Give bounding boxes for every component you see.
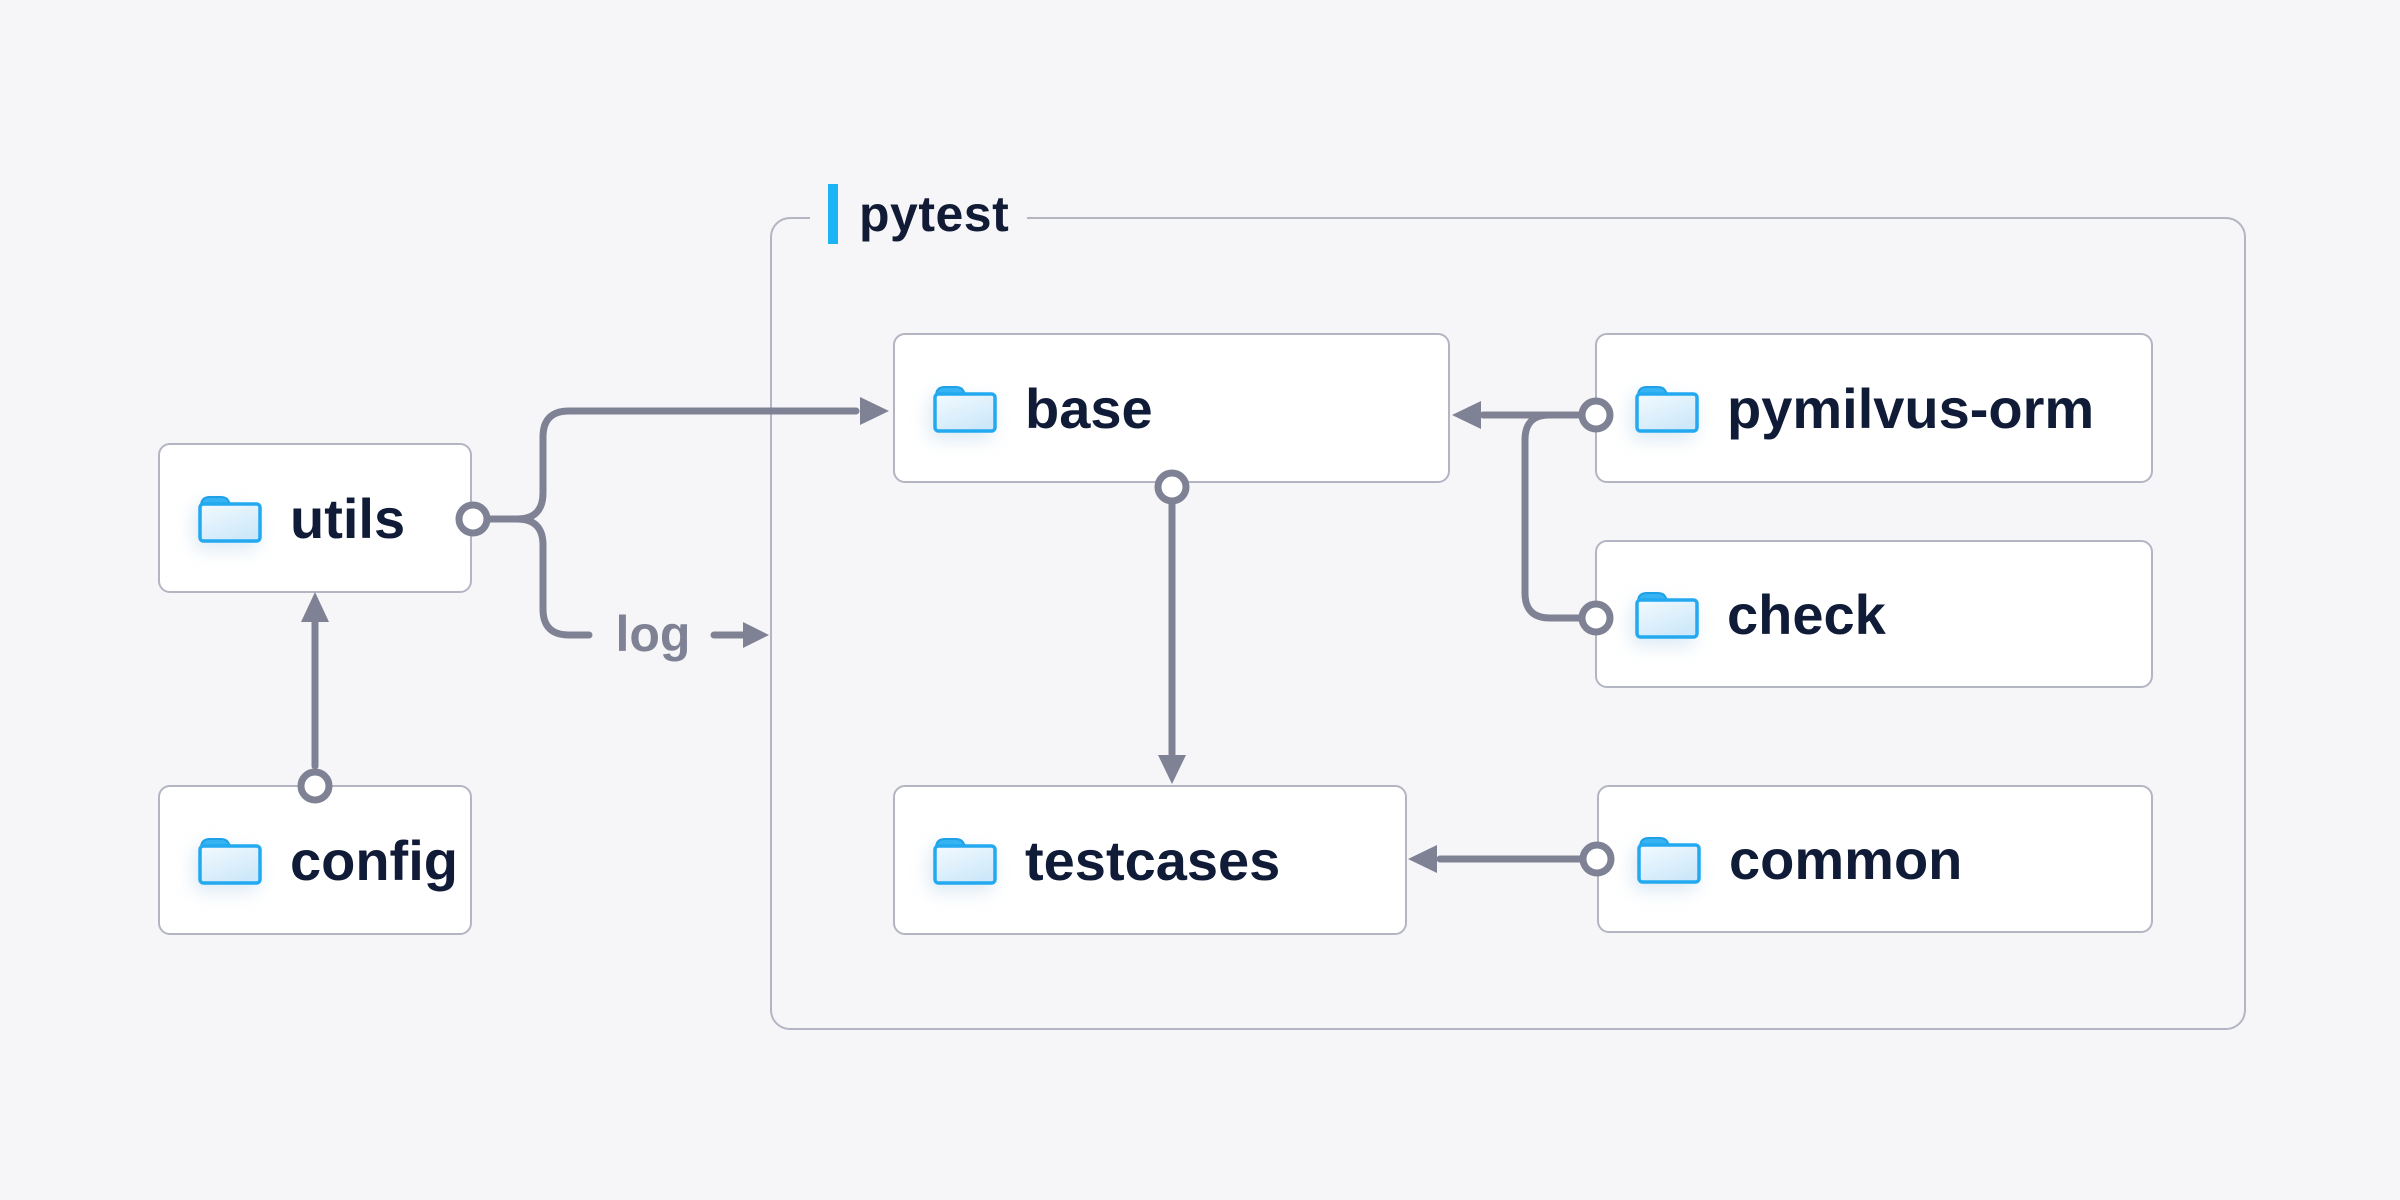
folder-icon [1637,837,1701,884]
node-label: common [1729,827,1963,891]
pytest-group-label: pytest [810,182,1028,246]
edge-label-log: log [615,606,691,662]
pytest-group-title: pytest [859,186,1010,242]
node-common: common [1597,785,2153,933]
node-label: config [290,828,458,892]
node-check: check [1595,540,2153,688]
node-utils: utils [158,443,472,593]
folder-icon [933,838,997,885]
pytest-group-container [770,217,2246,1030]
node-label: base [1025,376,1153,440]
node-label: check [1727,582,1886,646]
arrowhead-into-utils [301,592,329,622]
node-testcases: testcases [893,785,1407,935]
arrowhead-log [743,622,769,648]
folder-icon [198,496,262,543]
edge-utils-to-log [486,515,593,639]
node-label: pymilvus-orm [1727,376,2095,440]
node-config: config [158,785,472,935]
node-label: testcases [1025,828,1281,892]
folder-icon [933,386,997,433]
node-label: utils [290,486,406,550]
folder-icon [198,838,262,885]
folder-icon [1635,592,1699,639]
node-pymilvus-orm: pymilvus-orm [1595,333,2153,483]
node-base: base [893,333,1450,483]
folder-icon [1635,386,1699,433]
accent-bar [828,184,838,244]
